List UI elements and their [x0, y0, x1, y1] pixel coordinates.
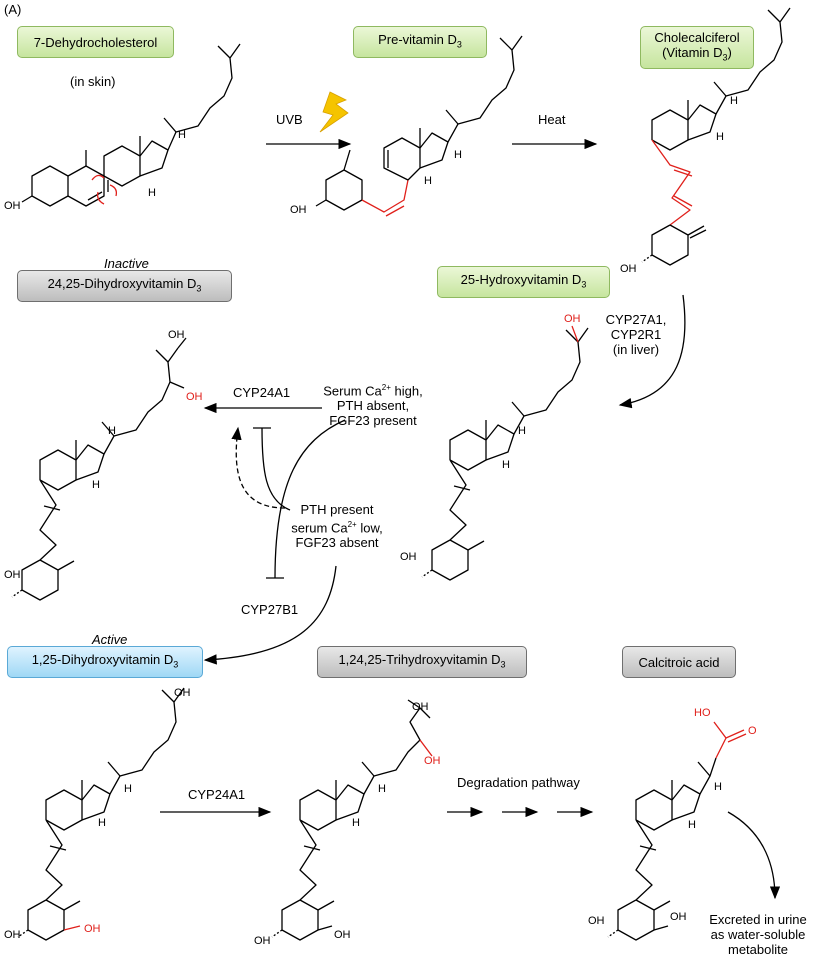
h-atom: H	[454, 149, 462, 161]
trihydroxyvitamin-structure: OH OH OH OH H H	[254, 699, 441, 947]
cyp27b1-label: CYP27B1	[241, 602, 299, 617]
liver-arrow	[618, 294, 686, 409]
oh-atom: OH	[4, 929, 21, 941]
condition-low-calcium: PTH present serum Ca2+ low, FGF23 absent	[291, 502, 383, 551]
inhibition-cyp27b1	[274, 419, 346, 579]
panel-label: (A)	[4, 2, 22, 17]
oh-atom: OH	[254, 935, 271, 947]
calcitroic-acid-structure: OH OH HO O H H	[588, 707, 757, 941]
inhibition-cyp24a1	[261, 427, 291, 511]
cholecalciferol-structure: OH H H	[620, 7, 791, 275]
oh-atom-red: OH	[84, 923, 101, 935]
heat-label: Heat	[538, 112, 566, 127]
h-atom: H	[716, 131, 724, 143]
h-atom: H	[92, 479, 100, 491]
dihydroxyvitamin-2425-name: 24,25-Dihydroxyvitamin D3	[47, 275, 202, 294]
dihydroxyvitamin-125-label: 1,25-Dihydroxyvitamin D3	[7, 646, 203, 678]
hydroxyvitamin-25-name: 25-Hydroxyvitamin D3	[460, 271, 587, 290]
liver-enzyme-1: CYP27A1,	[605, 312, 667, 327]
h-atom: H	[124, 783, 132, 795]
dihydroxyvitamin-125-structure: OH OH OH H H	[4, 687, 191, 941]
ho-atom-red: HO	[694, 707, 711, 719]
oh-atom: OH	[588, 915, 605, 927]
dehydrocholesterol-name: 7-Dehydrocholesterol	[33, 34, 158, 50]
inactive-status: Inactive	[104, 256, 149, 271]
skin-note: (in skin)	[70, 74, 116, 89]
h-atom: H	[108, 425, 116, 437]
h-atom: H	[518, 425, 526, 437]
h-atom: H	[714, 781, 722, 793]
h-atom: H	[424, 175, 432, 187]
oh-atom: OH	[168, 329, 185, 341]
oh-atom: OH	[400, 551, 417, 563]
oh-atom: OH	[620, 263, 637, 275]
hydroxyvitamin-25-structure: OH OH H H	[400, 313, 589, 581]
oh-atom: OH	[174, 687, 191, 699]
dihydroxyvitamin-2425-label: 24,25-Dihydroxyvitamin D3	[17, 270, 232, 302]
cyp27b1-arrow	[203, 565, 337, 665]
excreted-label: Excreted in urine as water-soluble metab…	[709, 912, 807, 957]
o-atom-red: O	[748, 725, 757, 737]
trihydroxyvitamin-name: 1,24,25-Trihydroxyvitamin D3	[338, 651, 506, 670]
excretion-arrow	[727, 811, 781, 900]
liver-enzymes-label: CYP27A1, CYP2R1 (in liver)	[596, 312, 676, 357]
previtamin-d3-name: Pre-vitamin D3	[378, 31, 462, 50]
h-atom: H	[730, 95, 738, 107]
h-atom: H	[378, 783, 386, 795]
trihydroxyvitamin-label: 1,24,25-Trihydroxyvitamin D3	[317, 646, 527, 678]
oh-atom: OH	[334, 929, 351, 941]
dihydroxyvitamin-125-name: 1,25-Dihydroxyvitamin D3	[31, 651, 179, 670]
h-atom: H	[502, 459, 510, 471]
oh-atom-red: OH	[564, 313, 581, 325]
oh-atom-red: OH	[186, 391, 203, 403]
dehydrocholesterol-label: 7-Dehydrocholesterol	[17, 26, 174, 58]
lightning-icon	[319, 91, 349, 133]
cyp24a1-bottom-label: CYP24A1	[188, 787, 246, 802]
cholecalciferol-label: Cholecalciferol(Vitamin D3)	[640, 26, 754, 69]
h-atom: H	[352, 817, 360, 829]
cholecalciferol-name: Cholecalciferol(Vitamin D3)	[654, 29, 740, 63]
oh-atom: OH	[4, 569, 21, 581]
oh-atom: OH	[670, 911, 687, 923]
oh-atom: OH	[290, 204, 307, 216]
calcitroic-acid-name: Calcitroic acid	[638, 654, 720, 670]
degradation-label: Degradation pathway	[457, 775, 580, 790]
previtamin-d3-label: Pre-vitamin D3	[353, 26, 487, 58]
h-atom: H	[178, 129, 186, 141]
h-atom: H	[148, 187, 156, 199]
oh-atom: OH	[4, 200, 21, 212]
condition-high-calcium: Serum Ca2+ high, PTH absent, FGF23 prese…	[323, 383, 423, 429]
oh-atom-red: OH	[424, 755, 441, 767]
h-atom: H	[98, 817, 106, 829]
liver-enzyme-2: CYP2R1	[610, 327, 662, 342]
oh-atom: OH	[412, 701, 429, 713]
dehydrocholesterol-structure: OH H H	[4, 43, 241, 212]
previtamin-d3-structure: OH H H	[290, 35, 523, 217]
dihydroxyvitamin-2425-structure: OH OH OH H H	[4, 329, 203, 601]
uvb-label: UVB	[276, 112, 303, 127]
active-status: Active	[92, 632, 128, 647]
activation-cyp24a1-dashed	[231, 426, 286, 509]
hydroxyvitamin-25-label: 25-Hydroxyvitamin D3	[437, 266, 610, 298]
calcitroic-acid-label: Calcitroic acid	[622, 646, 736, 678]
cyp24a1-top-label: CYP24A1	[233, 385, 291, 400]
h-atom: H	[688, 819, 696, 831]
liver-site: (in liver)	[612, 342, 660, 357]
